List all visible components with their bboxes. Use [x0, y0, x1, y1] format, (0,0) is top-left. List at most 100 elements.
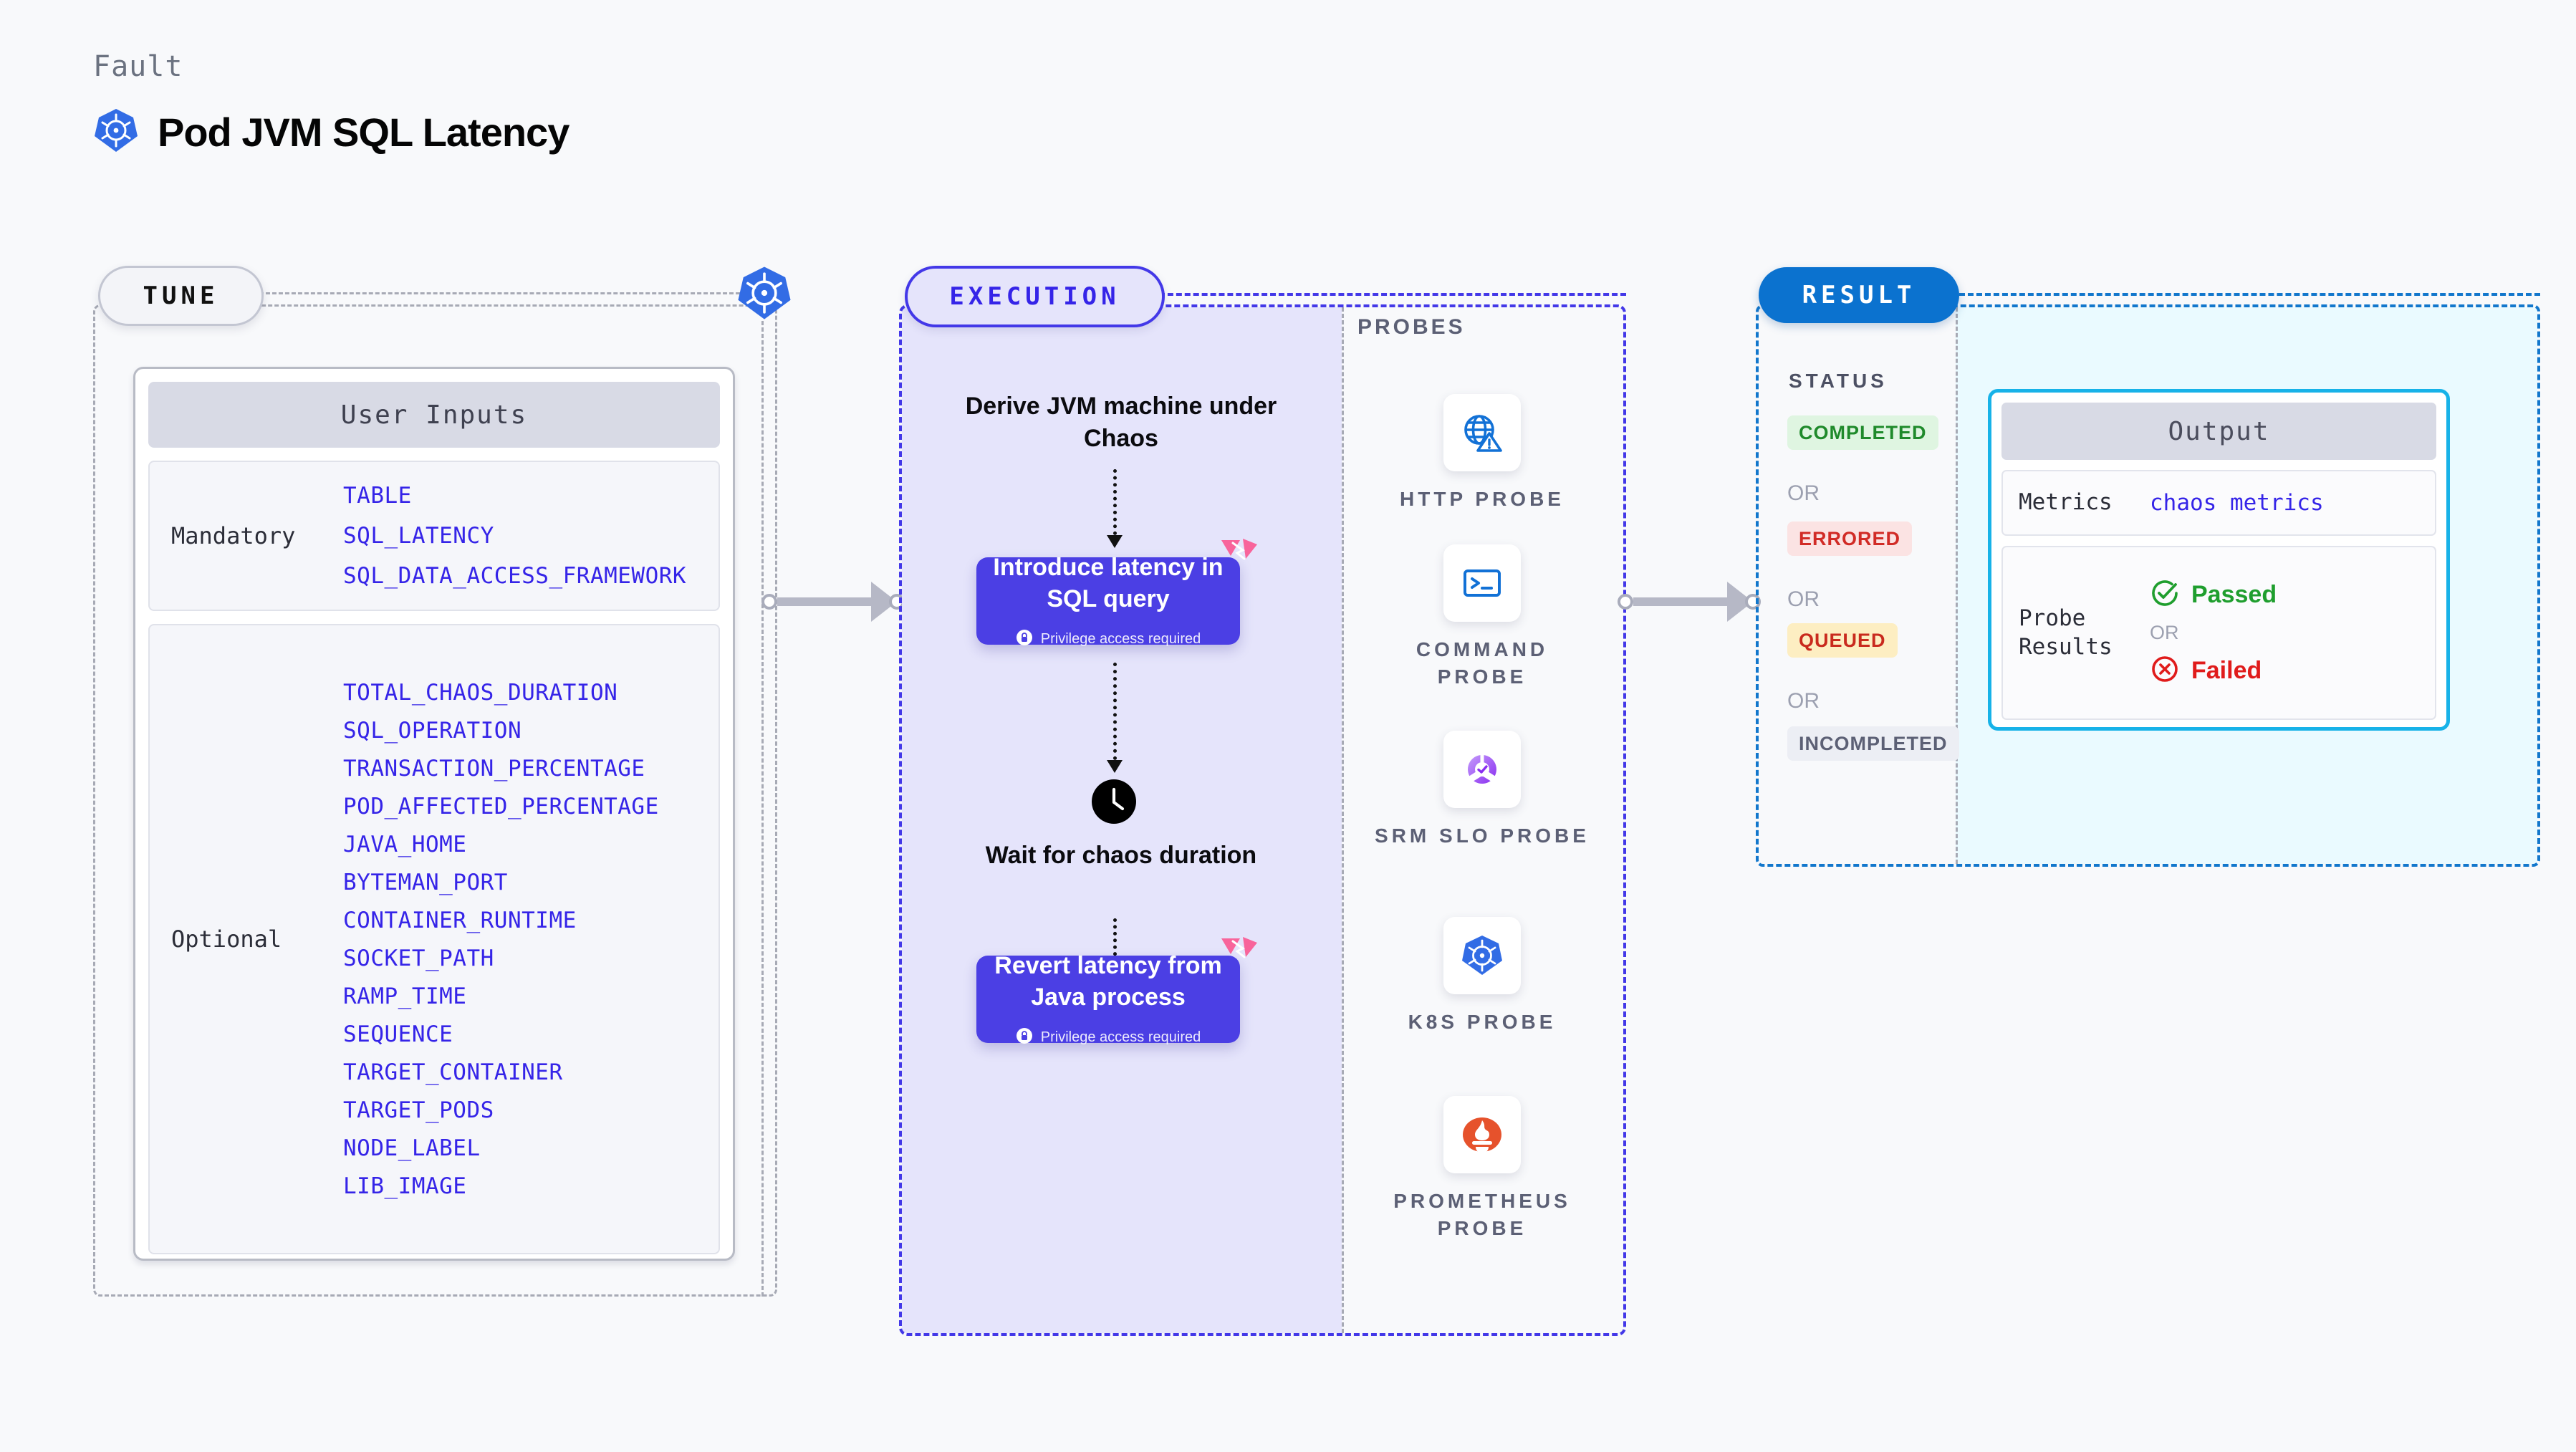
tune-section-boundary: [93, 304, 777, 1297]
output-row-metrics: Metrics chaos metrics: [2001, 470, 2436, 536]
execution-dashed-connector: [1159, 293, 1626, 296]
kubernetes-icon: [736, 265, 792, 321]
kubernetes-icon: [1443, 917, 1521, 994]
probe-k8s[interactable]: K8S PROBE: [1375, 917, 1590, 1036]
param-group-optional: Optional TOTAL_CHAOS_DURATION SQL_OPERAT…: [148, 624, 720, 1254]
globe-warning-icon: [1443, 394, 1521, 471]
lock-icon: [1016, 1027, 1033, 1048]
x-circle-icon: [2150, 654, 2180, 688]
or-separator: OR: [1787, 481, 1820, 505]
probe-prometheus[interactable]: PROMETHEUS PROBE: [1375, 1096, 1590, 1242]
or-separator: OR: [1787, 587, 1820, 611]
param-item[interactable]: POD_AFFECTED_PERCENTAGE: [343, 793, 659, 819]
status-badge-queued: QUEUED: [1787, 623, 1898, 658]
output-row-probe-results: Probe Results Passed OR: [2001, 546, 2436, 720]
param-item[interactable]: SQL_LATENCY: [343, 523, 494, 549]
lock-icon: [1016, 629, 1033, 650]
execution-pill[interactable]: EXECUTION: [905, 266, 1165, 327]
arrow-line: [1112, 663, 1117, 760]
privilege-note: Privilege access required: [1040, 631, 1201, 648]
param-item[interactable]: TARGET_CONTAINER: [343, 1059, 563, 1085]
srm-slo-icon: [1443, 731, 1521, 808]
param-item[interactable]: TABLE: [343, 483, 412, 509]
result-section-boundary: [1756, 304, 2540, 867]
or-separator: OR: [1787, 689, 1820, 713]
page-header: Fault Pod JVM SQL Latency: [93, 50, 569, 157]
connector-tune-to-execution: [761, 582, 905, 622]
param-item[interactable]: JAVA_HOME: [343, 831, 467, 857]
probe-result-failed: Failed: [2150, 654, 2277, 688]
probes-section-label: PROBES: [1357, 315, 1466, 339]
terminal-icon: [1443, 544, 1521, 622]
result-dashed-connector: [1959, 293, 2540, 296]
connector-execution-to-result: [1618, 582, 1761, 622]
param-list: TOTAL_CHAOS_DURATION SQL_OPERATION TRANS…: [343, 658, 659, 1221]
param-item[interactable]: BYTEMAN_PORT: [343, 869, 508, 895]
arrow-derive-to-introduce: [1107, 469, 1123, 548]
privilege-note: Privilege access required: [1040, 1029, 1201, 1046]
passed-label: Passed: [2191, 581, 2277, 608]
connector-bar: [1633, 597, 1727, 606]
harness-badge-icon: [1219, 936, 1259, 968]
action-card-title: Revert latency from Java process: [994, 951, 1222, 1011]
probe-http[interactable]: HTTP PROBE: [1375, 394, 1590, 513]
param-item[interactable]: LIB_IMAGE: [343, 1173, 467, 1199]
clock-icon: [1092, 779, 1136, 824]
probe-label: SRM SLO PROBE: [1375, 824, 1590, 847]
param-item[interactable]: RAMP_TIME: [343, 983, 467, 1009]
privilege-row: Privilege access required: [1016, 629, 1201, 650]
arrow-line: [1112, 918, 1117, 983]
result-status-divider: [1956, 307, 1958, 864]
param-item[interactable]: TRANSACTION_PERCENTAGE: [343, 755, 645, 782]
param-item[interactable]: TARGET_PODS: [343, 1097, 494, 1123]
failed-label: Failed: [2191, 657, 2262, 684]
param-group-label: Optional: [171, 925, 282, 953]
param-item[interactable]: SQL_DATA_ACCESS_FRAMEWORK: [343, 563, 687, 589]
param-list: TABLE SQL_LATENCY SQL_DATA_ACCESS_FRAMEW…: [343, 461, 686, 610]
param-item[interactable]: TOTAL_CHAOS_DURATION: [343, 679, 618, 706]
probe-label: PROMETHEUS PROBE: [1393, 1190, 1571, 1239]
step-wait-label: Wait for chaos duration: [985, 842, 1257, 869]
tune-pill[interactable]: TUNE: [98, 266, 264, 326]
status-badge-completed: COMPLETED: [1787, 415, 1938, 450]
arrow-tip: [1107, 535, 1123, 548]
title-row: Pod JVM SQL Latency: [93, 107, 569, 157]
metrics-value[interactable]: chaos metrics: [2150, 490, 2324, 516]
param-item[interactable]: SOCKET_PATH: [343, 945, 494, 971]
prometheus-icon: [1443, 1096, 1521, 1173]
user-inputs-card: User Inputs Mandatory TABLE SQL_LATENCY …: [133, 367, 735, 1261]
probe-label: K8S PROBE: [1408, 1011, 1557, 1033]
or-separator: OR: [2150, 622, 2179, 643]
action-card-revert-latency[interactable]: Revert latency from Java process Privile…: [976, 937, 1257, 1046]
kubernetes-icon: [93, 107, 139, 157]
probe-srm-slo[interactable]: SRM SLO PROBE: [1375, 731, 1590, 850]
output-card: Output Metrics chaos metrics Probe Resul…: [1988, 389, 2450, 731]
execution-section-boundary: [899, 304, 1626, 1336]
fault-kicker: Fault: [93, 50, 183, 83]
tune-vertical-dashed-line: [761, 321, 764, 1297]
tune-dashed-connector: [259, 292, 746, 294]
metrics-key: Metrics: [2019, 489, 2113, 516]
param-item[interactable]: NODE_LABEL: [343, 1135, 481, 1161]
connector-bar: [777, 597, 871, 606]
result-pill[interactable]: RESULT: [1759, 267, 1959, 323]
action-card-introduce-latency[interactable]: Introduce latency in SQL query Privilege…: [976, 539, 1257, 647]
harness-badge-icon: [1219, 537, 1259, 570]
arrow-introduce-to-wait: [1107, 663, 1123, 773]
param-item[interactable]: SEQUENCE: [343, 1021, 453, 1047]
execution-probes-divider: [1342, 307, 1344, 1333]
output-title: Output: [2001, 403, 2436, 460]
param-item[interactable]: CONTAINER_RUNTIME: [343, 907, 577, 933]
probe-result-passed: Passed: [2150, 578, 2277, 612]
status-badge-errored: ERRORED: [1787, 521, 1913, 556]
probe-label: HTTP PROBE: [1400, 488, 1565, 510]
status-badge-incompleted: INCOMPLETED: [1787, 726, 1959, 761]
param-item[interactable]: SQL_OPERATION: [343, 717, 522, 744]
probe-label: COMMAND PROBE: [1416, 638, 1549, 688]
probe-command[interactable]: COMMAND PROBE: [1375, 544, 1590, 691]
check-circle-icon: [2150, 578, 2180, 612]
connector-dot: [1618, 594, 1633, 610]
arrow-line: [1112, 469, 1117, 535]
arrow-tip: [1107, 760, 1123, 773]
user-inputs-title: User Inputs: [148, 382, 720, 448]
